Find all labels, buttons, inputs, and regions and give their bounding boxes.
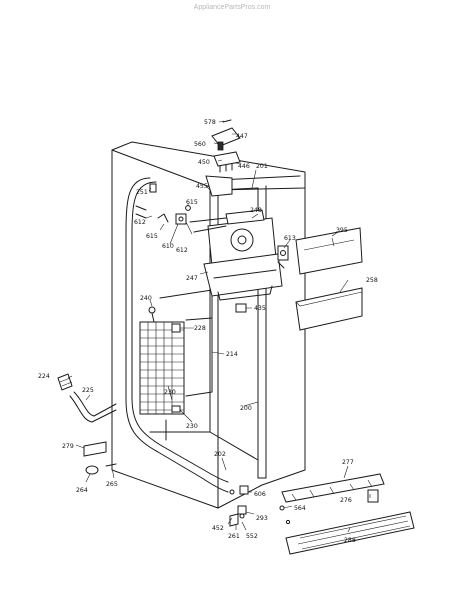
callout-label: 578 [204, 119, 216, 126]
callout-label: 450 [198, 159, 210, 166]
callout-label: 615 [146, 233, 158, 240]
damper-control-assembly [211, 119, 241, 173]
callout-label: 247 [186, 275, 198, 282]
fan-bracket [189, 209, 265, 233]
callout-label: 258 [366, 277, 378, 284]
callout-label: 251 [136, 189, 148, 196]
callout-label: 228 [194, 325, 206, 332]
callout-label: 277 [342, 459, 354, 466]
callout-label: 452 [212, 525, 224, 532]
callout-label: 564 [294, 505, 306, 512]
callout-label: 293 [256, 515, 268, 522]
callout-label: 230 [186, 423, 198, 430]
callout-label: 447 [236, 133, 248, 140]
callout-label: 615 [186, 199, 198, 206]
tubing-loop [125, 177, 229, 493]
callout-label: 446 [238, 163, 250, 170]
leader-lines [67, 120, 371, 533]
callout-label: 288 [344, 537, 356, 544]
callout-label: 612 [134, 219, 146, 226]
light-shield [295, 227, 363, 275]
evaporator-coil [139, 321, 185, 415]
callout-label: 264 [76, 487, 88, 494]
callout-label: 276 [340, 497, 352, 504]
callout-label: 552 [246, 533, 258, 540]
callout-label: 214 [226, 351, 238, 358]
small-parts-left [135, 183, 191, 225]
callout-label: 612 [176, 247, 188, 254]
small-parts-middle [148, 303, 247, 413]
small-parts-bottom-left [83, 441, 117, 475]
callout-label: 202 [214, 451, 226, 458]
callout-label: 455 [196, 183, 208, 190]
callout-label: 606 [254, 491, 266, 498]
back-panel [159, 289, 213, 397]
evaporator-cover [203, 217, 283, 301]
callout-label: 395 [336, 227, 348, 234]
callout-label: 248 [250, 207, 262, 214]
small-parts-bottom [229, 485, 291, 527]
drain-hose [57, 373, 117, 423]
callout-label: 265 [106, 481, 118, 488]
callout-label: 610 [162, 243, 174, 250]
callout-label: 560 [194, 141, 206, 148]
callout-label: 224 [38, 373, 50, 380]
air-duct [205, 175, 233, 197]
callout-label: 230 [164, 389, 176, 396]
thermostat [277, 245, 289, 269]
watermark-text: AppliancePartsPros.com [193, 4, 271, 11]
callout-label: 200 [240, 405, 252, 412]
callout-label: 225 [82, 387, 94, 394]
callout-label: 435 [254, 305, 266, 312]
callout-label: 201 [256, 163, 268, 170]
callout-label: 240 [140, 295, 152, 302]
callout-label: 279 [62, 443, 74, 450]
callout-label: 613 [284, 235, 296, 242]
callout-labels: 578 447 560 450 446 455 201 251 615 248 … [38, 119, 378, 544]
callout-label: 261 [228, 533, 240, 540]
light-cover [295, 287, 363, 331]
kick-plate-assembly [281, 473, 415, 555]
